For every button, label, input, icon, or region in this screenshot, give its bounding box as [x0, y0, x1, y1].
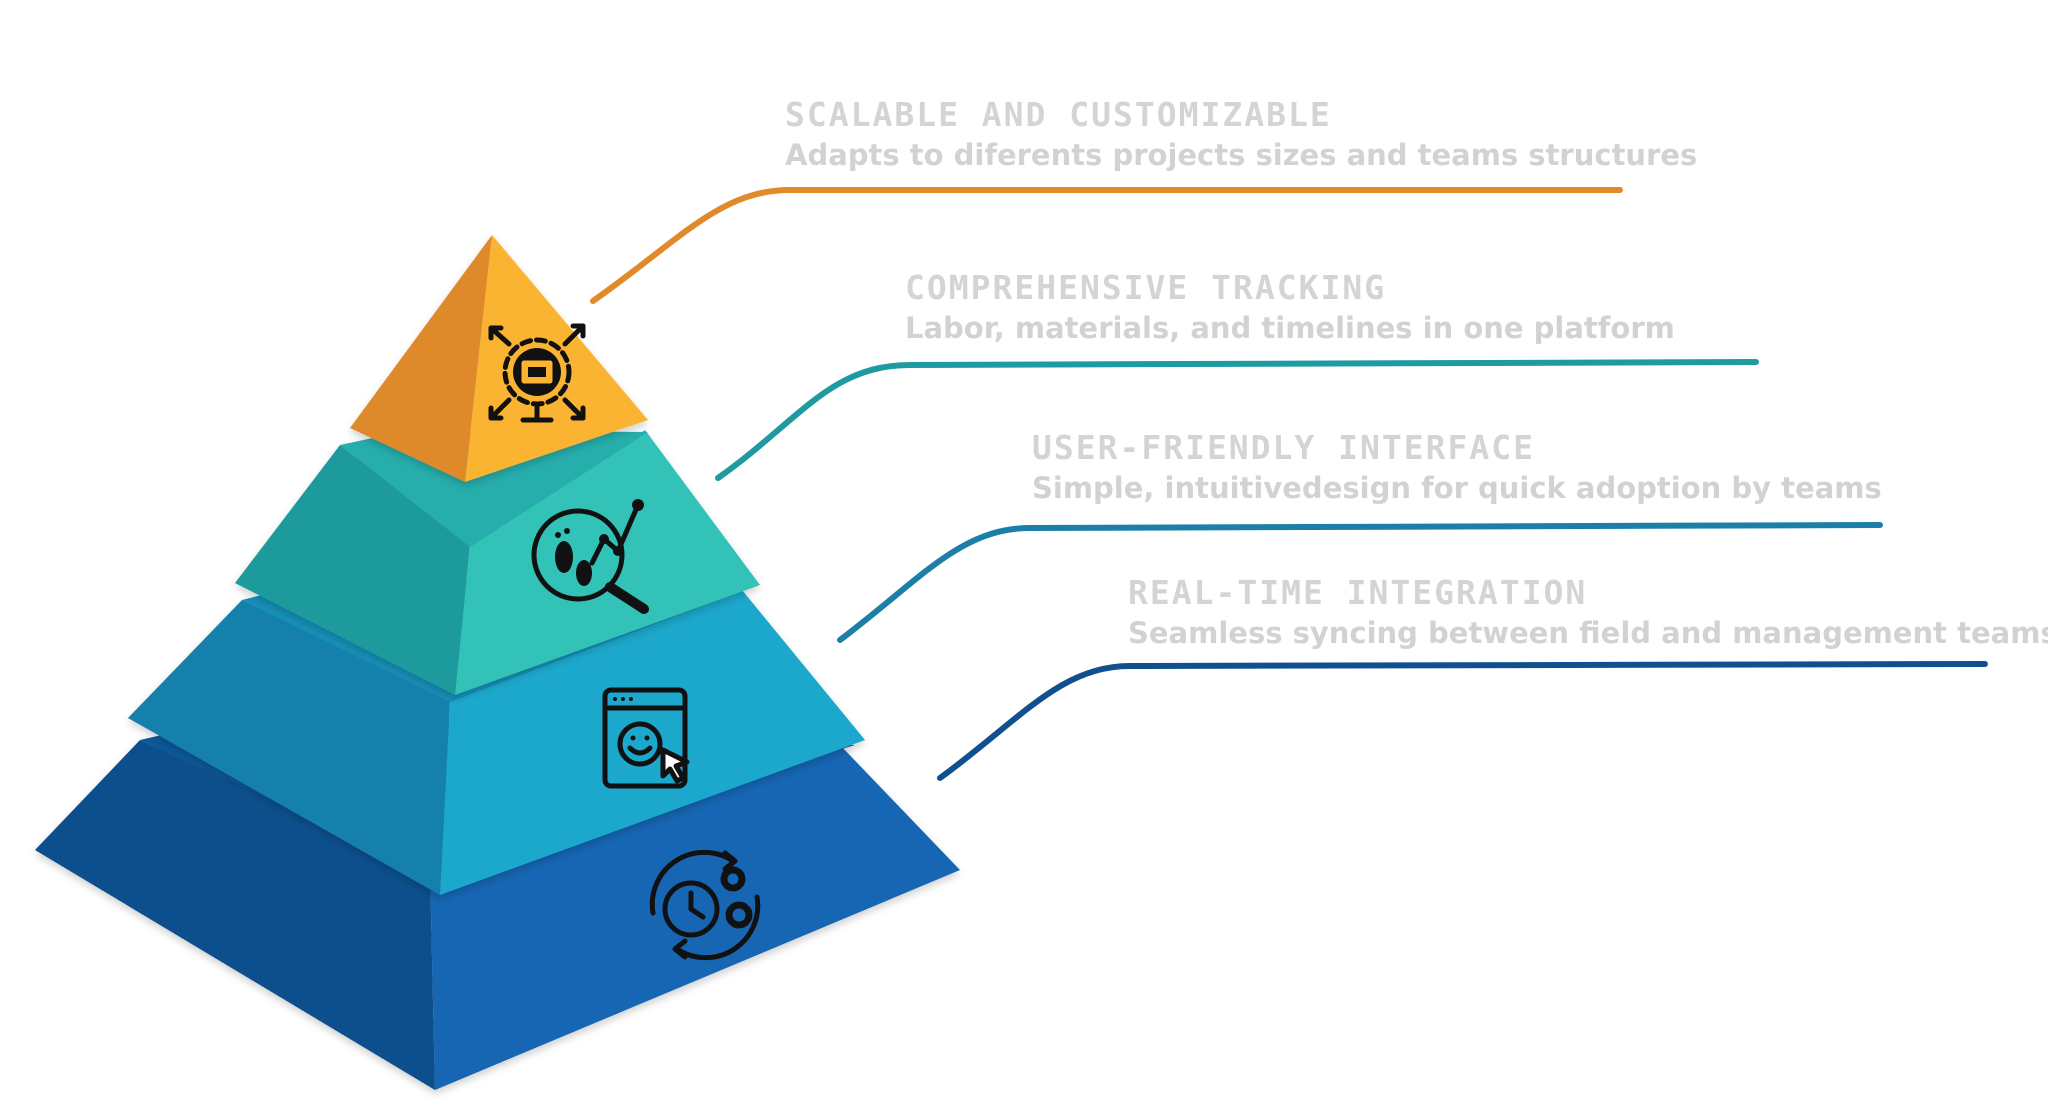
- connector-line-2: [715, 359, 1759, 481]
- connector-line-3: [837, 522, 1883, 643]
- tier-4-description: Seamless syncing between field and manag…: [1128, 616, 2048, 650]
- callout-tier-3: USER-FRIENDLY INTERFACE Simple, intuitiv…: [1032, 428, 1882, 508]
- callout-tier-1: SCALABLE AND CUSTOMIZABLE Adapts to dife…: [785, 95, 1697, 175]
- footprint-chart-magnifier-icon: [531, 499, 649, 614]
- tier-4-title: REAL-TIME INTEGRATION: [1128, 573, 1588, 612]
- tier-1-title: SCALABLE AND CUSTOMIZABLE: [785, 95, 1332, 134]
- browser-smiley-cursor-icon: [602, 687, 690, 789]
- callout-tier-4: REAL-TIME INTEGRATION Seamless syncing b…: [1128, 573, 2048, 653]
- callout-tier-2: COMPREHENSIVE TRACKING Labor, materials,…: [905, 268, 1675, 348]
- pyramid-tier-2: [235, 430, 760, 695]
- connector-line-4: [937, 661, 1988, 781]
- clock-gears-sync-icon: [649, 849, 761, 961]
- tier-1-description: Adapts to diferents projects sizes and t…: [785, 138, 1698, 172]
- tier-2-description: Labor, materials, and timelines in one p…: [905, 311, 1675, 345]
- tier-3-description: Simple, intuitivedesign for quick adopti…: [1032, 471, 1882, 505]
- gear-arrows-expand-icon: [488, 323, 586, 423]
- tier-3-title: USER-FRIENDLY INTERFACE: [1032, 428, 1535, 467]
- connector-line-1: [590, 187, 1623, 304]
- tier-2-title: COMPREHENSIVE TRACKING: [905, 268, 1387, 307]
